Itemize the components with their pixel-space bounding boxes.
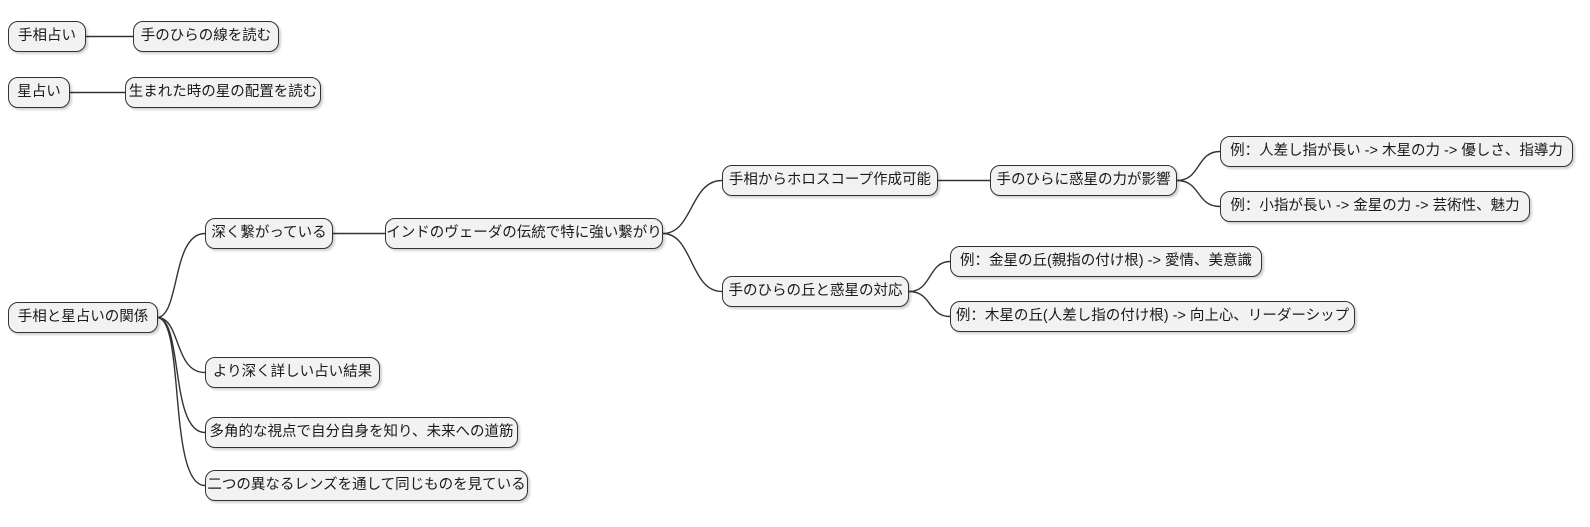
node-two-lenses: 二つの異なるレンズを通して同じものを見ている xyxy=(205,470,528,501)
node-mounts-planets: 手のひらの丘と惑星の対応 xyxy=(722,276,909,307)
node-deeper-results: より深く詳しい占い結果 xyxy=(205,357,380,388)
node-palmistry-desc: 手のひらの線を読む xyxy=(133,21,279,52)
node-relation-root: 手相と星占いの関係 xyxy=(8,302,158,333)
edge-root-multifaceted xyxy=(157,316,206,434)
edge-root-two-lenses xyxy=(157,316,206,487)
node-example-pinky-finger: 例：小指が長い -> 金星の力 -> 芸術性、魅力 xyxy=(1220,191,1530,222)
node-example-venus-mount: 例：金星の丘(親指の付け根) -> 愛情、美意識 xyxy=(950,246,1262,277)
node-deeply-connected: 深く繋がっている xyxy=(205,218,333,249)
edge-vedic-mounts xyxy=(662,232,723,293)
node-example-index-finger: 例：人差し指が長い -> 木星の力 -> 優しさ、指導力 xyxy=(1220,136,1573,167)
edge-planet-power-example-pinky xyxy=(1176,179,1221,208)
edge-planet-power-example-index xyxy=(1176,150,1221,182)
edge-mounts-example-jupiter xyxy=(908,290,951,318)
edge-root-deeply-connected xyxy=(157,232,206,319)
edge-mounts-example-venus xyxy=(908,260,951,293)
node-vedic-tradition: インドのヴェーダの伝統で特に強い繋がり xyxy=(385,218,663,249)
node-multifaceted-view: 多角的な視点で自分自身を知り、未来への道筋 xyxy=(205,417,518,448)
node-astrology-desc: 生まれた時の星の配置を読む xyxy=(125,77,321,108)
node-horoscope-from-palm: 手相からホロスコープ作成可能 xyxy=(722,165,938,196)
node-example-jupiter-mount: 例：木星の丘(人差し指の付け根) -> 向上心、リーダーシップ xyxy=(950,301,1355,332)
node-astrology: 星占い xyxy=(8,77,70,108)
edge-vedic-horoscope xyxy=(662,179,723,235)
edge-root-deeper-results xyxy=(157,316,206,374)
node-palmistry: 手相占い xyxy=(8,21,86,52)
node-planet-power-in-palm: 手のひらに惑星の力が影響 xyxy=(990,165,1177,196)
